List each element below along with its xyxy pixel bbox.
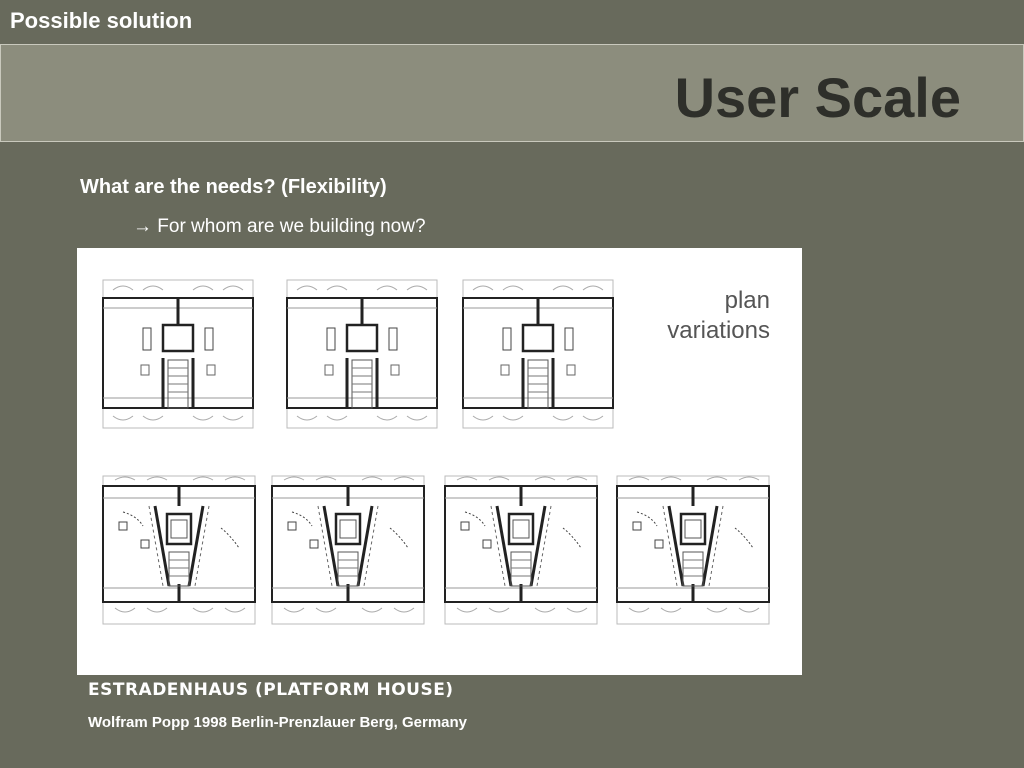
- plan-label-line1: plan: [724, 287, 770, 314]
- plan-top-3: [461, 278, 615, 430]
- slide-heading: What are the needs? (Flexibility): [80, 176, 387, 198]
- caption-subtitle: Wolfram Popp 1998 Berlin-Prenzlauer Berg…: [88, 714, 468, 731]
- plan-bottom-2: [270, 474, 426, 626]
- plan-top-2: [285, 278, 439, 430]
- plan-bottom-1: [101, 474, 257, 626]
- caption-title: ESTRADENHAUS (PLATFORM HOUSE): [88, 680, 454, 700]
- plan-variations-label: plan variations: [667, 286, 770, 346]
- plan-bottom-3: [443, 474, 599, 626]
- title-bar: User Scale: [0, 44, 1024, 142]
- plan-variations-figure: plan variations: [77, 248, 802, 675]
- plan-top-1: [101, 278, 255, 430]
- slide-subline: → For whom are we building now?: [133, 216, 426, 237]
- slide-title: User Scale: [674, 66, 961, 129]
- plan-bottom-4: [615, 474, 771, 626]
- plan-label-line2: variations: [667, 317, 770, 344]
- section-label: Possible solution: [10, 8, 193, 33]
